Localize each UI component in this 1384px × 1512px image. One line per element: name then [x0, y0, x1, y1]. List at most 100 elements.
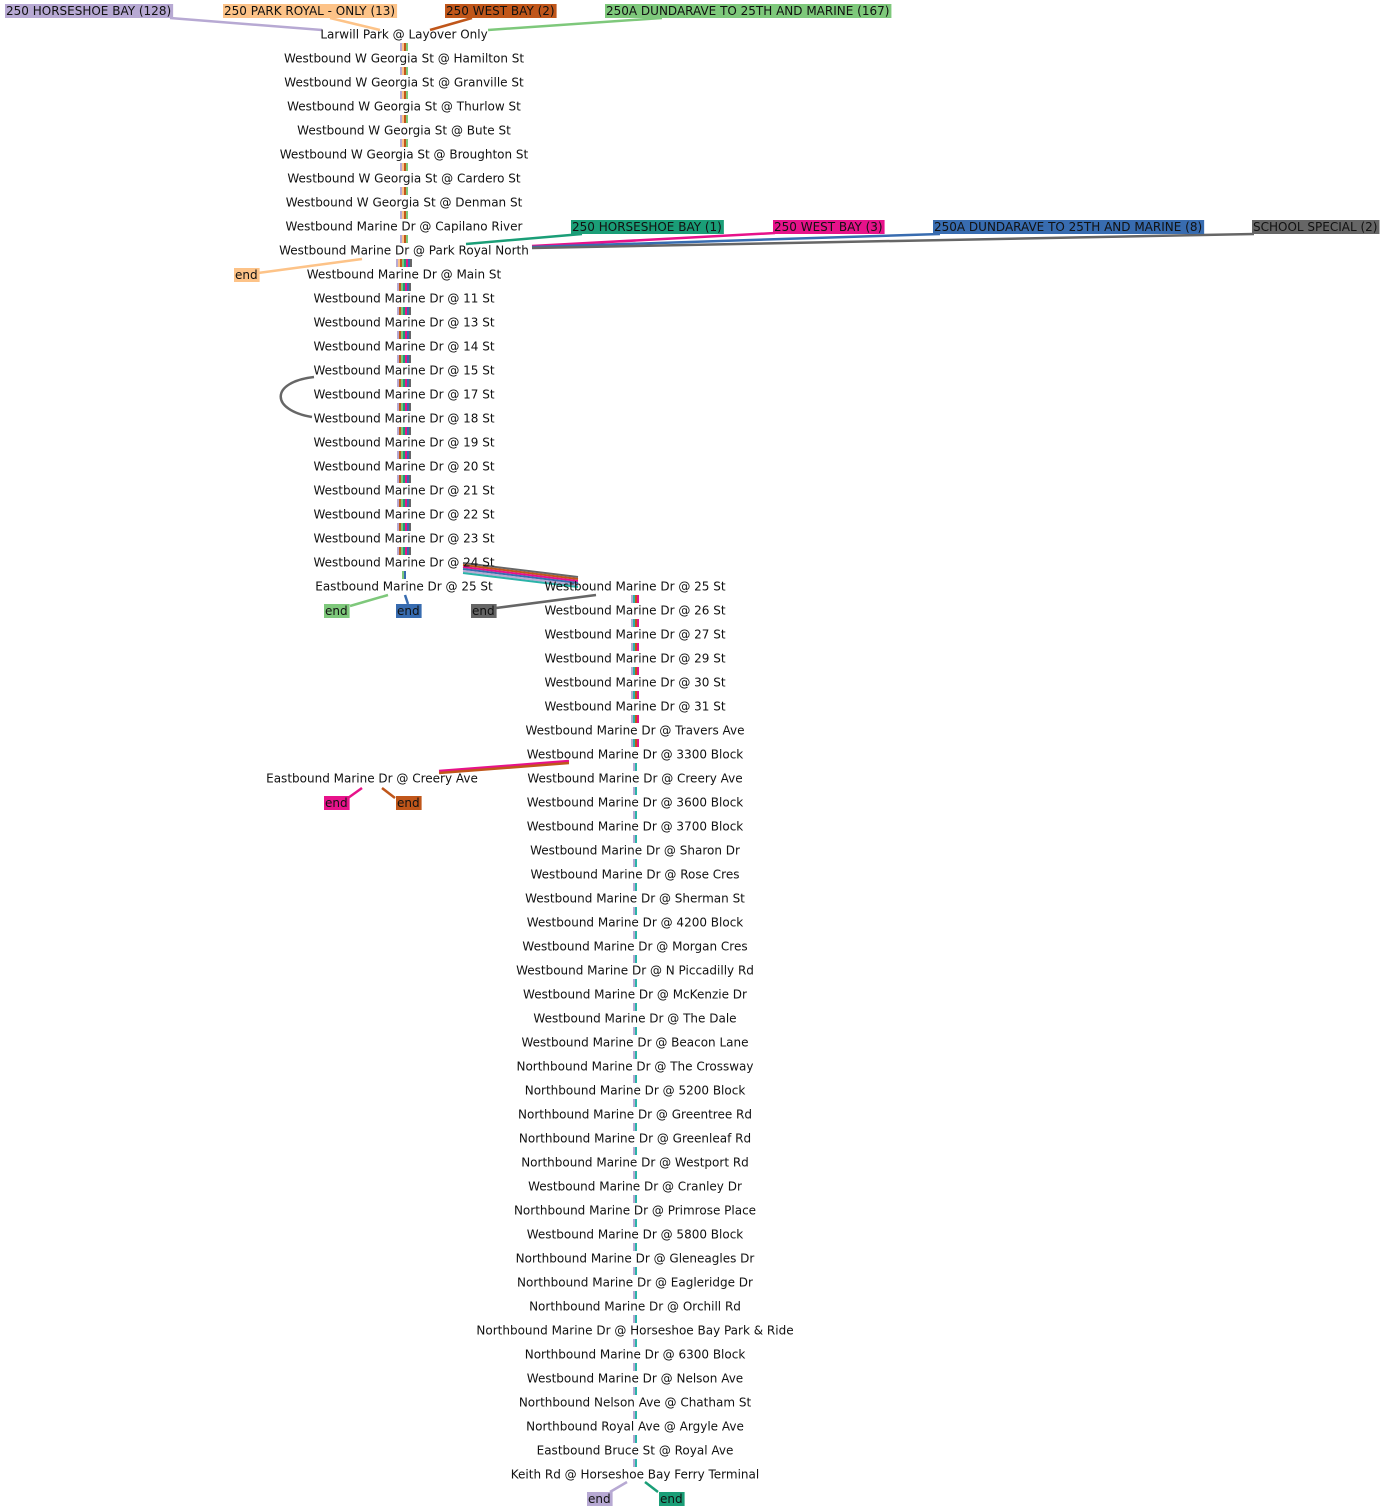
end-marker: end [471, 604, 497, 618]
trunk-segment-stripe [408, 259, 410, 267]
trunk-segment-stripe [402, 235, 404, 243]
end-marker: end [396, 796, 422, 810]
trunk-stop-label: Westbound Marine Dr @ 13 St [313, 316, 494, 330]
trunk-segment-stripe [402, 259, 404, 267]
trunk-segment-stripe [407, 355, 409, 363]
branch-segment-stripe [635, 811, 637, 819]
trunk-segment-stripe [406, 259, 408, 267]
branch-stop-label: Westbound Marine Dr @ The Dale [533, 1012, 736, 1026]
trunk-segment-stripe [402, 67, 404, 75]
end-marker-box [324, 604, 350, 618]
connector-line-0 [169, 16, 323, 32]
trunk-stop-label: Larwill Park @ Layover Only [320, 28, 487, 42]
trunk-segment-stripe [406, 139, 408, 147]
end-marker-text: end [397, 796, 420, 810]
route-tag-wb_alt-box [773, 220, 885, 234]
route-tag-school-text: SCHOOL SPECIAL (2) [1253, 220, 1377, 234]
branch-segment-stripe [635, 1459, 637, 1467]
trunk-segment-stripe [401, 331, 403, 339]
connector-line-8 [257, 257, 363, 275]
branch-stop-label: Westbound Marine Dr @ 25 St [544, 580, 725, 594]
branch-segment-stripe [631, 691, 633, 699]
branch-segment-stripe [633, 931, 635, 939]
end-marker-text: end [325, 796, 348, 810]
route-tag-dun-text: 250A DUNDARAVE TO 25TH AND MARINE (167) [606, 4, 889, 18]
branch-stop-label: Northbound Marine Dr @ Primrose Place [514, 1204, 756, 1218]
trunk-segment-stripe [400, 43, 402, 51]
route-tag-pr-text: 250 PARK ROYAL - ONLY (13) [224, 4, 395, 18]
trunk-segment-stripe [403, 499, 405, 507]
trunk-segment-stripe [399, 307, 401, 315]
branch-segment-stripe [635, 1171, 637, 1179]
branch-stop-label: Northbound Marine Dr @ Orchill Rd [529, 1300, 741, 1314]
branch-segment-stripe [635, 931, 637, 939]
branch-segment-stripe [635, 1267, 637, 1275]
branch-stop-label: Westbound Marine Dr @ 4200 Block [527, 916, 744, 930]
trunk-segment-stripe [398, 259, 400, 267]
trunk-segment-markers [396, 43, 639, 1467]
end-marker-box [396, 604, 422, 618]
trunk-stop-label: Westbound W Georgia St @ Thurlow St [287, 100, 521, 114]
trunk-segment-stripe [401, 355, 403, 363]
trunk-segment-stripe [409, 475, 411, 483]
branch-stop-label: Eastbound Bruce St @ Royal Ave [537, 1444, 734, 1458]
trunk-stop-label: Westbound Marine Dr @ 24 St [313, 556, 494, 570]
connector-line-2 [429, 16, 473, 32]
trunk-segment-stripe [409, 451, 411, 459]
route-tag-hb: 250 HORSESHOE BAY (128) [5, 4, 174, 18]
trunk-segment-stripe [407, 427, 409, 435]
trunk-segment-stripe [396, 259, 398, 267]
branch-segment-stripe [635, 1027, 637, 1035]
trunk-stop-label: Westbound Marine Dr @ Capilano River [286, 220, 523, 234]
branch-stop-label: Westbound Marine Dr @ Cranley Dr [528, 1180, 742, 1194]
branch-segment-stripe [633, 1171, 635, 1179]
branch-segment-stripe [635, 1123, 637, 1131]
trunk-stop-label: Westbound Marine Dr @ 21 St [313, 484, 494, 498]
trunk-segment-stripe [405, 523, 407, 531]
end-marker-box [324, 796, 350, 810]
bundle-24st-line-3 [462, 568, 579, 584]
trunk-segment-stripe [399, 499, 401, 507]
trunk-stop-label: Westbound W Georgia St @ Denman St [286, 196, 523, 210]
branch-segment-stripe [635, 1363, 637, 1371]
branch-segment-stripe [631, 739, 633, 747]
branch-segment-stripe [633, 1435, 635, 1443]
trunk-stop-label: Westbound Marine Dr @ Main St [307, 268, 502, 282]
connector-line-3 [487, 16, 663, 32]
trunk-stop-label: Westbound W Georgia St @ Hamilton St [284, 52, 524, 66]
branch-segment-stripe [635, 835, 637, 843]
branch-stop-label: Northbound Nelson Ave @ Chatham St [519, 1396, 752, 1410]
trunk-stop-label: Eastbound Marine Dr @ 25 St [315, 580, 493, 594]
trunk-segment-stripe [399, 355, 401, 363]
route-tag-pr-box [223, 4, 398, 18]
side-stop-label: Eastbound Marine Dr @ Creery Ave [266, 772, 478, 786]
trunk-stop-label: Westbound Marine Dr @ 18 St [313, 412, 494, 426]
branch-stop-label: Westbound Marine Dr @ 30 St [544, 676, 725, 690]
trunk-segment-stripe [406, 163, 408, 171]
branch-segment-stripe [633, 1291, 635, 1299]
trunk-stop-label: Westbound W Georgia St @ Granville St [284, 76, 524, 90]
branch-segment-stripe [633, 691, 635, 699]
trunk-segment-stripe [403, 355, 405, 363]
bundle-24st-line-0 [462, 562, 579, 578]
branch-segment-stripe [635, 787, 637, 795]
branch-segment-stripe [635, 595, 637, 603]
trunk-stop-label: Westbound W Georgia St @ Bute St [297, 124, 511, 138]
trunk-segment-stripe [397, 499, 399, 507]
trunk-segment-stripe [407, 547, 409, 555]
branch-stop-label: Westbound Marine Dr @ Sharon Dr [530, 844, 740, 858]
route-connector-lines [169, 16, 1255, 1494]
branch-segment-stripe [635, 955, 637, 963]
branch-stop-label: Westbound Marine Dr @ McKenzie Dr [523, 988, 747, 1002]
end-marker-box [234, 268, 260, 282]
trunk-stop-label: Westbound Marine Dr @ 20 St [313, 460, 494, 474]
branch-segment-stripe [633, 1003, 635, 1011]
end-marker-text: end [472, 604, 495, 618]
trunk-segment-stripe [403, 331, 405, 339]
end-marker-text: end [397, 604, 420, 618]
branch-segment-stripe [635, 1195, 637, 1203]
trunk-segment-stripe [397, 523, 399, 531]
side-stop-list: Eastbound Marine Dr @ Creery Ave [266, 772, 478, 786]
